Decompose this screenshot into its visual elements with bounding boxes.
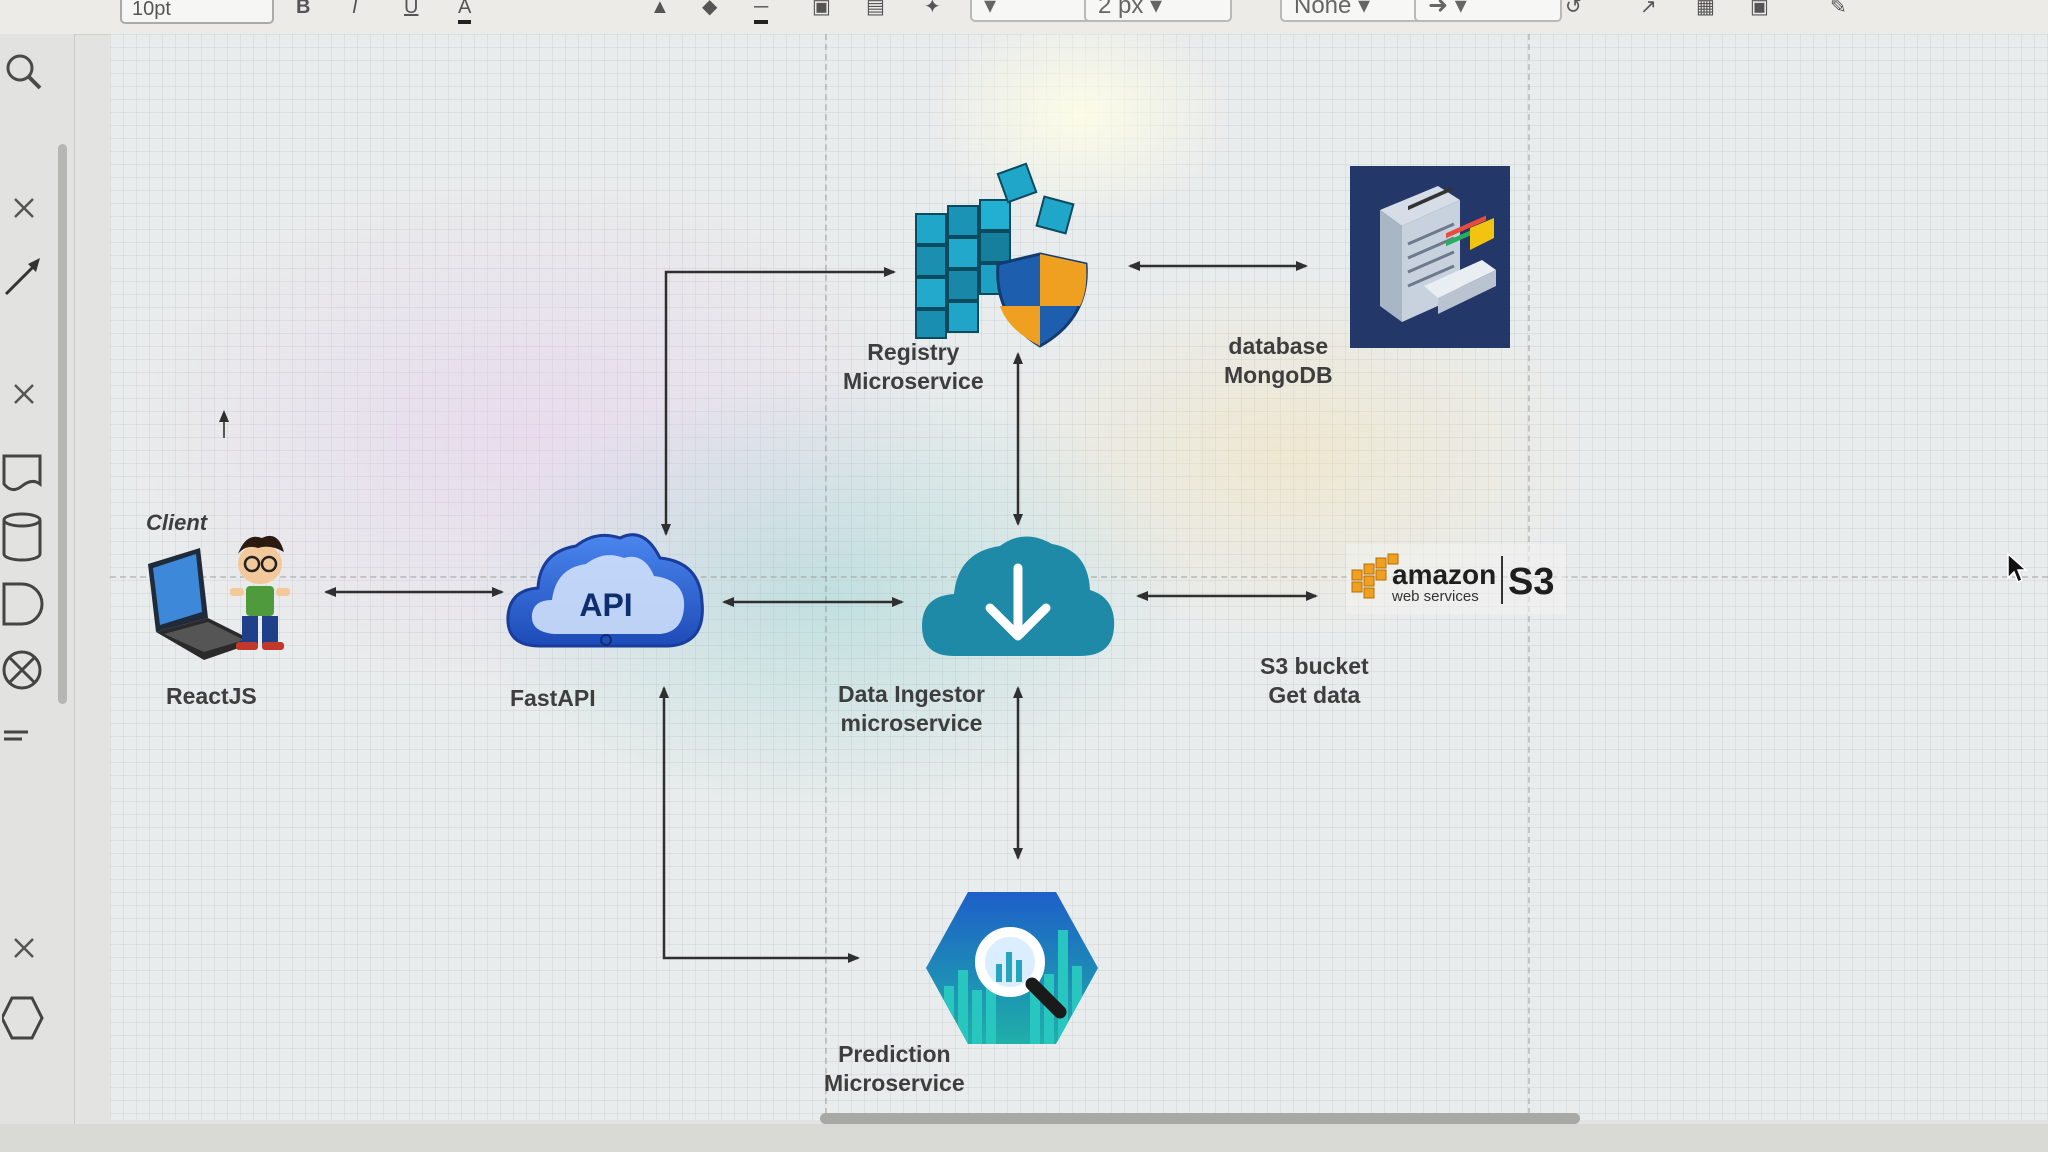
waypoints-icon[interactable]: ↺ xyxy=(1565,0,1582,18)
italic-button[interactable]: I xyxy=(352,0,358,18)
registry-cubes-icon[interactable] xyxy=(910,140,1096,352)
search-icon[interactable] xyxy=(2,48,50,96)
mongodb-label-line2: MongoDB xyxy=(1224,362,1333,388)
line-width-select[interactable]: 2 px ▾ xyxy=(1084,0,1232,22)
edit-style-icon[interactable]: ✎ xyxy=(1830,0,1847,18)
font-size-select[interactable]: 10pt xyxy=(120,0,274,24)
status-bar xyxy=(0,1124,2048,1152)
image-icon[interactable]: ▣ xyxy=(1750,0,1769,18)
paint-bucket-icon[interactable]: ◆ xyxy=(702,0,718,18)
shape-sidebar xyxy=(0,34,75,1124)
document-shape-icon[interactable] xyxy=(2,450,46,494)
ingestor-download-cloud-icon[interactable] xyxy=(920,530,1116,660)
fastapi-label: FastAPI xyxy=(510,685,596,711)
delay-shape-icon[interactable] xyxy=(2,580,46,630)
guide-line xyxy=(825,34,827,1114)
prediction-analytics-icon[interactable] xyxy=(924,890,1100,1048)
sidebar-scrollbar[interactable] xyxy=(58,144,67,704)
close-icon[interactable] xyxy=(10,194,38,222)
registry-label-line1: Registry xyxy=(867,339,960,365)
line-end-select[interactable]: ➜ ▾ xyxy=(1414,0,1562,22)
shadow-icon[interactable]: ▣ xyxy=(812,0,831,18)
line-color-icon[interactable]: ─ xyxy=(754,0,769,24)
api-cloud-text: API xyxy=(579,587,632,623)
ingestor-label: Data Ingestor microservice xyxy=(838,680,985,738)
or-shape-icon[interactable] xyxy=(2,646,46,696)
canvas-horizontal-scrollbar[interactable] xyxy=(820,1113,1580,1124)
client-label: ReactJS xyxy=(166,683,257,709)
registry-label-line2: Microservice xyxy=(843,368,984,394)
bold-button[interactable]: B xyxy=(296,0,311,18)
ingestor-label-line1: Data Ingestor xyxy=(838,681,985,707)
aws-logo-sub: web services xyxy=(1391,588,1479,605)
s3-label-line2: Get data xyxy=(1268,682,1361,708)
table-icon[interactable]: ▦ xyxy=(1696,0,1715,18)
prediction-label-line2: Microservice xyxy=(824,1070,965,1096)
mouse-cursor-icon xyxy=(2007,552,2028,584)
font-color-button[interactable]: A xyxy=(458,0,472,24)
close-icon[interactable] xyxy=(10,380,38,408)
mongodb-label-line1: database xyxy=(1228,333,1329,359)
line-start-select[interactable]: None ▾ xyxy=(1280,0,1423,22)
s3-label-line1: S3 bucket xyxy=(1260,653,1369,679)
wrench-icon[interactable]: ✦ xyxy=(924,0,941,18)
aws-s3-logo[interactable]: amazon web services S3 xyxy=(1346,544,1566,614)
edge-fastapi-registry[interactable] xyxy=(661,267,896,536)
laptop-user-icon[interactable] xyxy=(138,530,296,668)
aws-logo-brand: amazon xyxy=(1392,559,1496,590)
arrow-shape-icon[interactable] xyxy=(2,254,46,298)
edge-fastapi-prediction[interactable] xyxy=(659,686,860,963)
cylinder-shape-icon[interactable] xyxy=(2,512,46,562)
api-cloud-icon[interactable]: API xyxy=(504,528,708,656)
toolbar: 10pt B I U A ▲ ◆ ─ ▣ ▤ ✦ ▾ 2 px ▾ None ▾… xyxy=(0,0,2048,35)
line-width-value: 2 px xyxy=(1098,0,1144,19)
format-icon[interactable]: ▤ xyxy=(866,0,885,18)
underline-button[interactable]: U xyxy=(404,0,419,18)
client-caption: Client xyxy=(146,510,208,535)
close-icon[interactable] xyxy=(10,934,38,962)
connector-icon[interactable]: ↗ xyxy=(1640,0,1657,18)
line-start-value: None xyxy=(1294,0,1352,19)
fill-color-icon[interactable]: ▲ xyxy=(650,0,670,18)
prediction-label-line1: Prediction xyxy=(838,1041,951,1067)
lines-shape-icon[interactable] xyxy=(2,724,42,754)
database-server-icon[interactable] xyxy=(1350,166,1510,348)
hexagon-shape-icon[interactable] xyxy=(2,994,50,1044)
aws-logo-service: S3 xyxy=(1508,561,1554,603)
ingestor-label-line2: microservice xyxy=(840,710,983,736)
